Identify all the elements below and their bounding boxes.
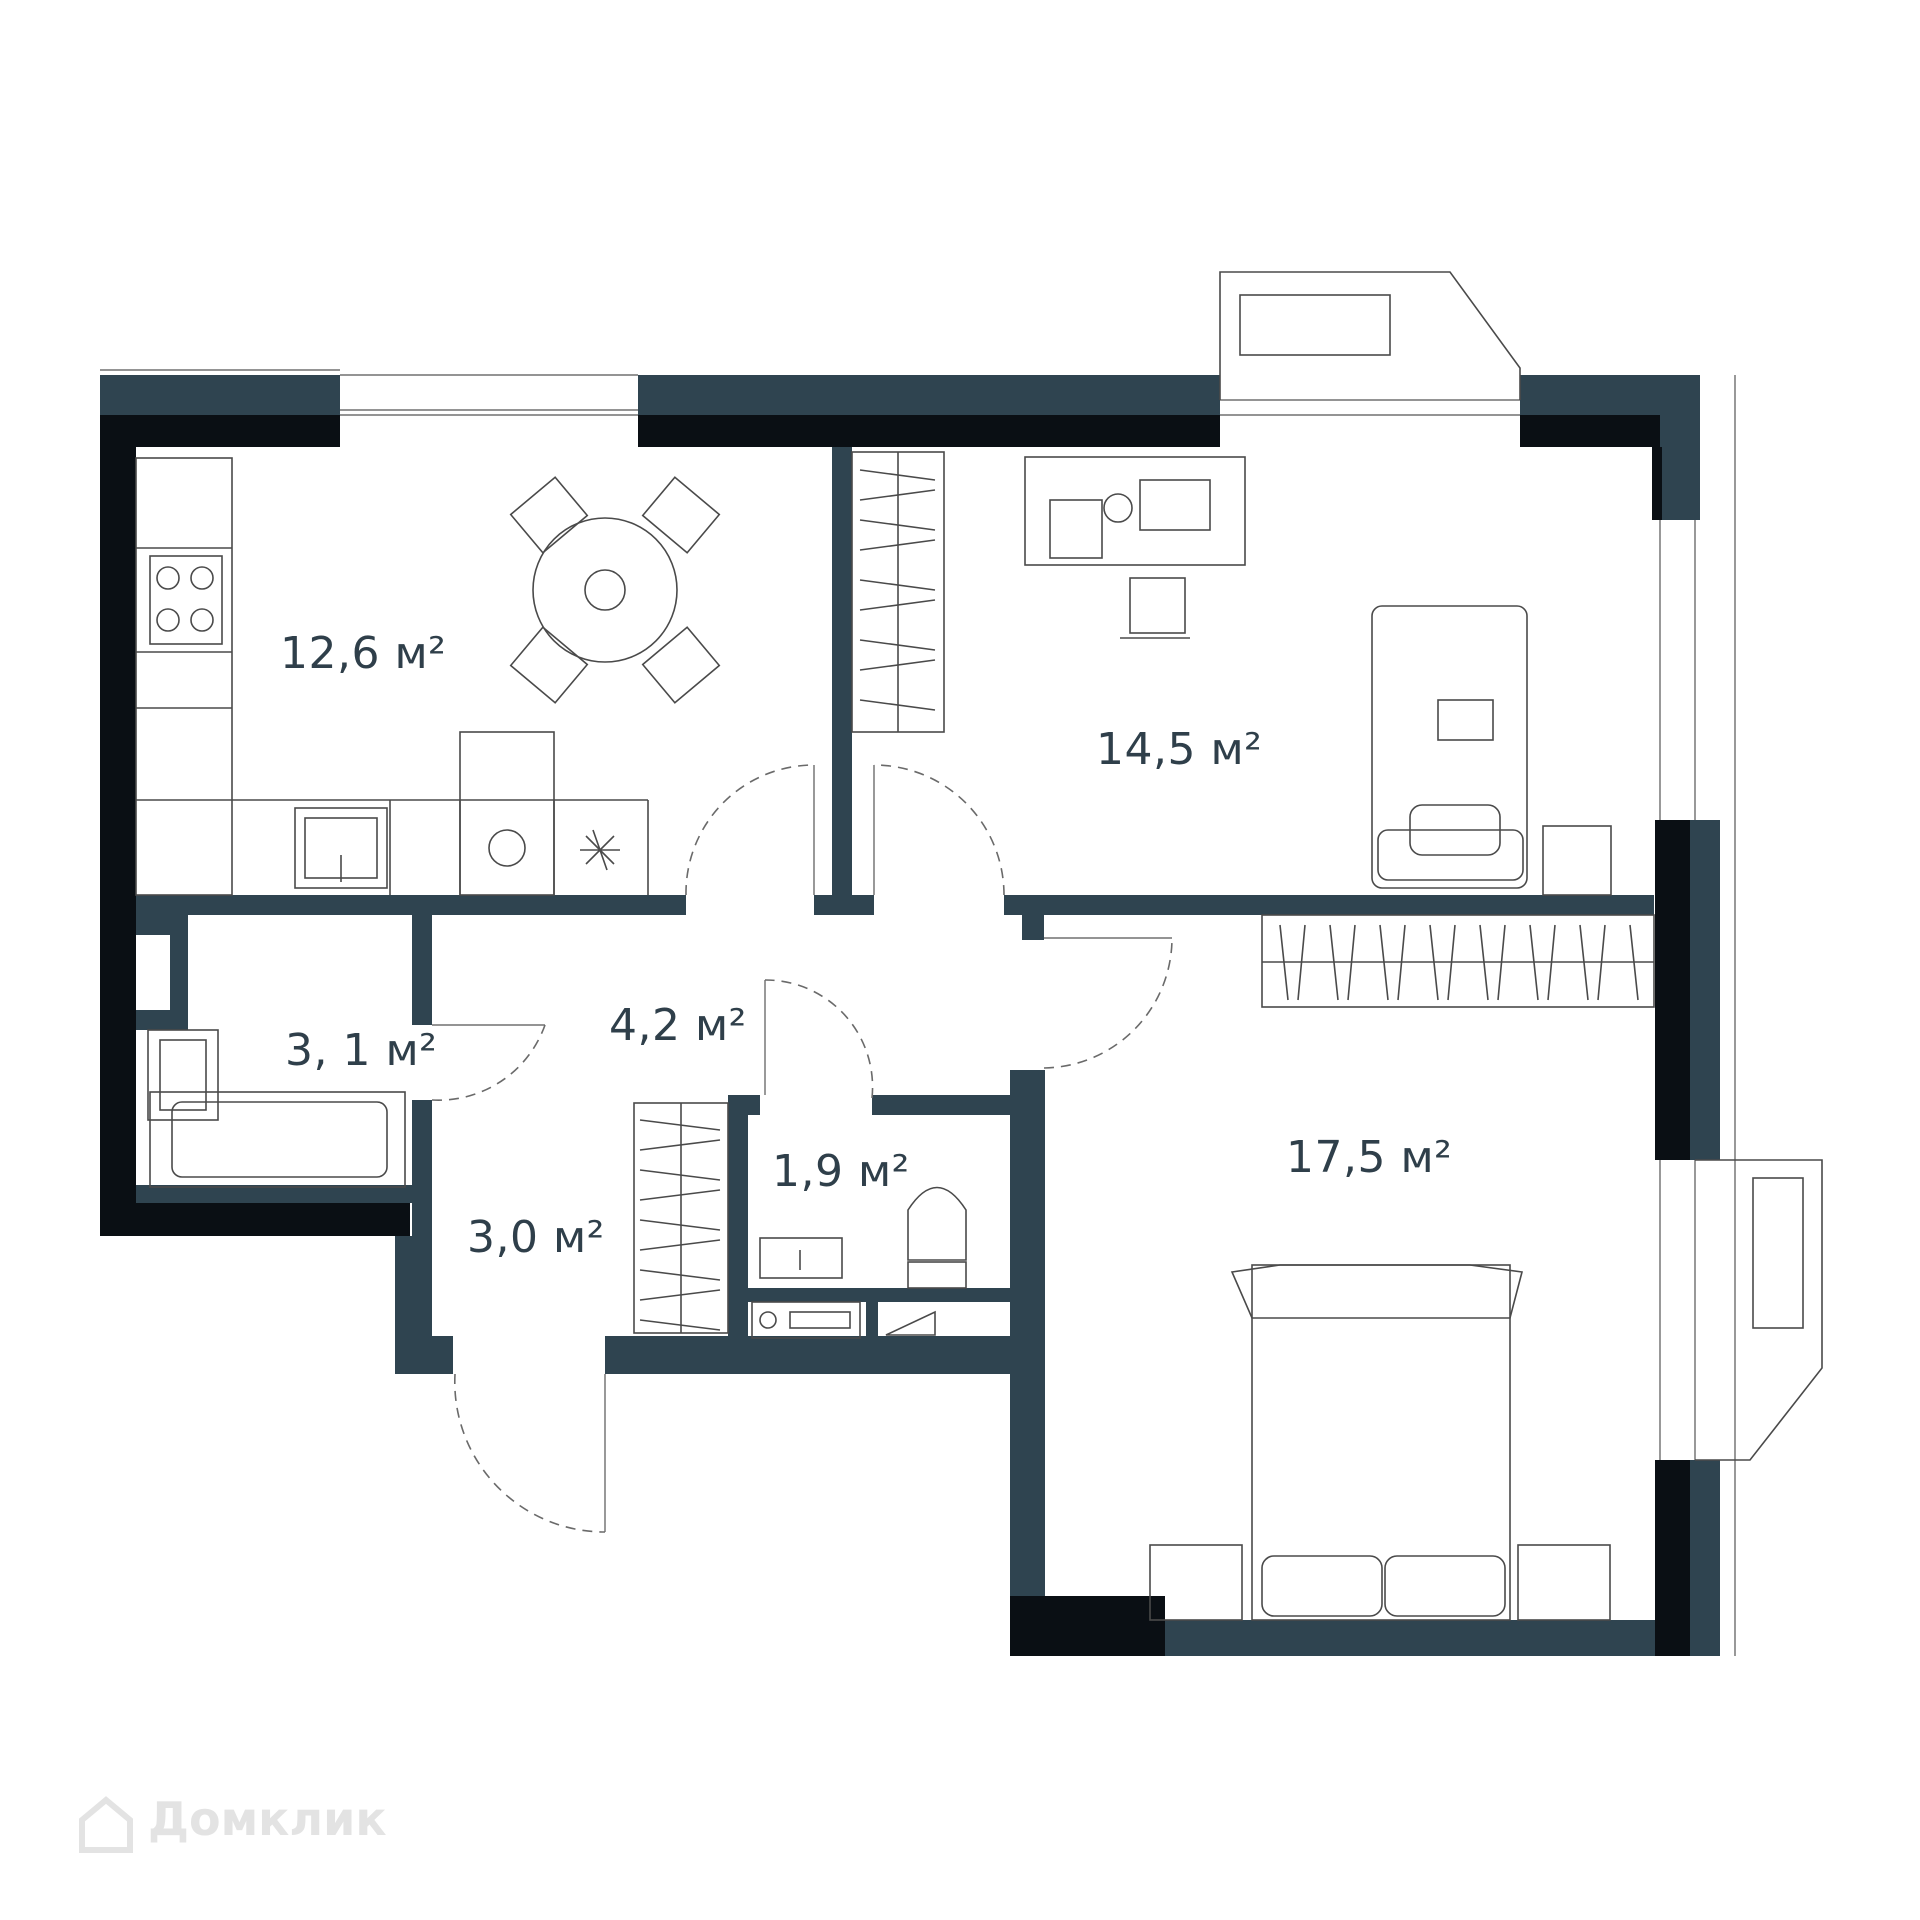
wardrobe-bedroom2 [1261, 914, 1655, 1008]
exterior-walls [100, 375, 1720, 1656]
room-area-entrance: 3,0 м² [467, 1212, 605, 1263]
door-swings [431, 764, 1173, 1533]
chair [509, 476, 589, 554]
kitchen-furniture [135, 457, 721, 896]
house-logo-icon [79, 1796, 133, 1853]
balcony-north [1219, 271, 1521, 400]
room-area-kitchen: 12,6 м² [280, 628, 447, 679]
room-area-hall: 4,2 м² [609, 1000, 747, 1051]
watermark-text: Домклик [148, 1792, 387, 1846]
bathroom-fixtures [147, 1029, 406, 1188]
balcony-east [1695, 1159, 1823, 1461]
watermark: Домклик [78, 1792, 387, 1846]
interior-walls [136, 447, 1654, 1340]
toilet-fixtures [751, 1186, 967, 1339]
room-area-bathroom: 3, 1 м² [285, 1025, 438, 1076]
room-area-bedroom-2: 17,5 м² [1286, 1132, 1453, 1183]
room-area-toilet: 1,9 м² [772, 1146, 910, 1197]
wardrobe-entrance [633, 1102, 729, 1334]
bedroom1-furniture [851, 451, 1612, 896]
room-area-bedroom-1: 14,5 м² [1096, 724, 1263, 775]
bedroom2-furniture [1149, 1264, 1611, 1621]
windows [100, 369, 1736, 1656]
